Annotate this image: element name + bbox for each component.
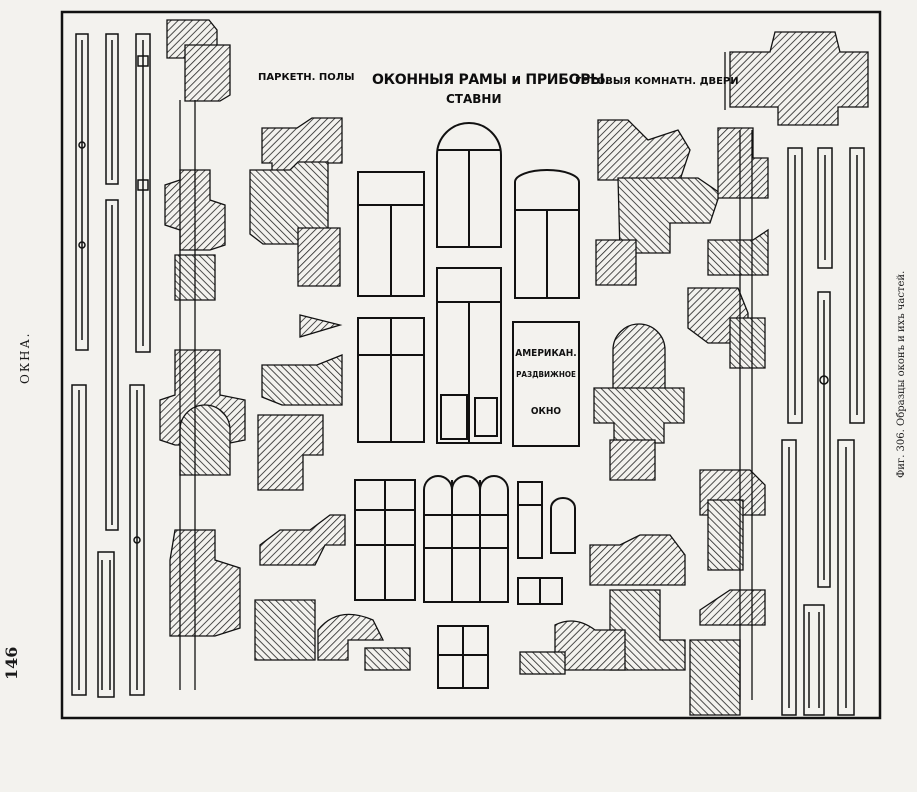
running-head: ОКНА. bbox=[18, 331, 32, 385]
window-frames bbox=[354, 122, 580, 689]
ready-doors-label: ГОТОВЫЯ КОМНАТН. ДВЕРИ bbox=[575, 76, 739, 87]
american-window-label-2: РАЗДВИЖНОЕ bbox=[516, 370, 576, 379]
left-profile-column bbox=[159, 19, 246, 690]
parquet-floors-label: ПАРКЕТН. ПОЛЫ bbox=[258, 72, 355, 83]
parquet-floor-profiles bbox=[249, 117, 411, 671]
figure-caption: Фиг. 306. Образцы оконъ и ихъ частей. bbox=[896, 270, 907, 478]
plate-title: ОКОННЫЯ РАМЫ и ПРИБОРЫ. bbox=[372, 72, 610, 88]
right-profile-column bbox=[687, 127, 769, 716]
door-profiles bbox=[519, 119, 721, 675]
shutters-label: СТАВНИ bbox=[446, 92, 502, 106]
american-window-label-3: ОКНО bbox=[530, 406, 562, 417]
left-moulding-strips bbox=[71, 33, 151, 698]
top-right-cornice bbox=[724, 31, 869, 126]
american-window-label-1: АМЕРИКАН. bbox=[515, 348, 577, 359]
plate-border bbox=[60, 10, 882, 720]
page-number: 146 bbox=[2, 646, 21, 680]
right-door-strips bbox=[781, 147, 865, 716]
